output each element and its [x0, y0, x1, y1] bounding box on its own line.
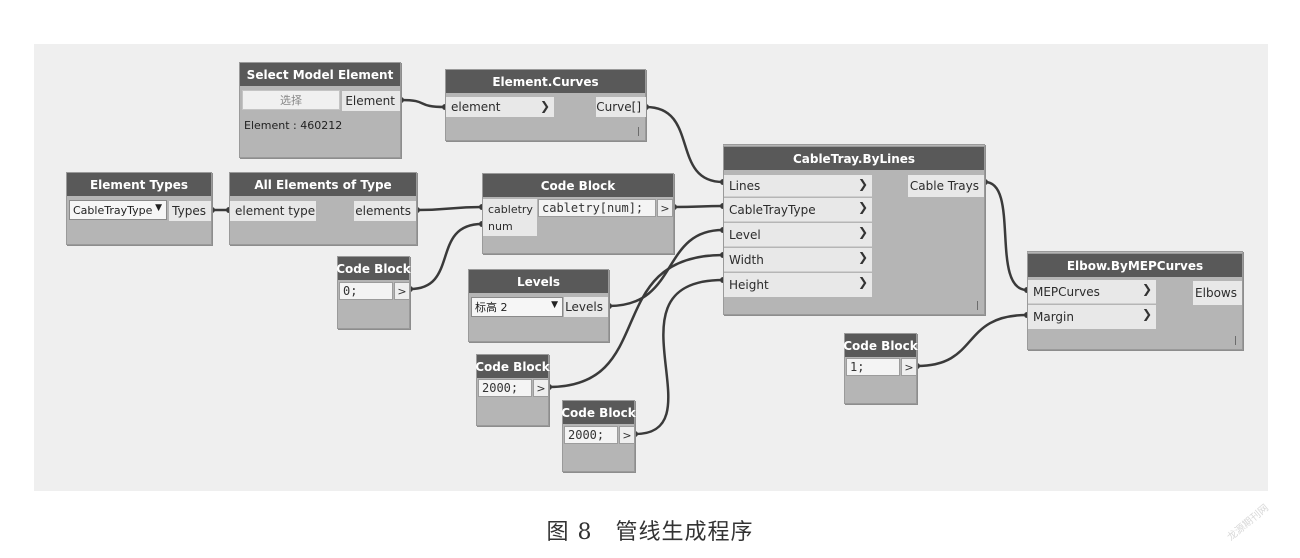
mepcurves-input-port[interactable]: MEPCurves ❯: [1028, 280, 1156, 304]
node-title: Code Block: [336, 257, 411, 280]
port-label: Width: [729, 252, 764, 267]
code-block-2000a-node[interactable]: Code Block 2000; >: [475, 354, 550, 426]
node-title: Levels: [469, 270, 608, 293]
all-elements-of-type-node[interactable]: All Elements of Type element type elemen…: [229, 172, 417, 245]
levels-dropdown[interactable]: 标高 2 ▼: [471, 297, 563, 317]
elbow-bymepcurves-node[interactable]: Elbow.ByMEPCurves MEPCurves ❯ Margin ❯ E…: [1027, 251, 1243, 350]
element-type-dropdown[interactable]: CableTrayType ▼: [69, 200, 167, 220]
width-input-port[interactable]: Width ❯: [724, 248, 872, 272]
node-title: Code Block: [561, 401, 636, 424]
node-title: Code Block: [475, 355, 550, 378]
cabletray-bylines-node[interactable]: CableTray.ByLines Lines ❯ CableTrayType …: [723, 144, 985, 315]
caret-down-icon: ▼: [551, 300, 558, 310]
levels-node[interactable]: Levels 标高 2 ▼ Levels: [468, 269, 609, 342]
code-output-port[interactable]: >: [619, 426, 635, 444]
select-button[interactable]: 选择: [242, 90, 340, 110]
node-title: Element Types: [67, 173, 211, 196]
wire-codeblock-to-cabletraytype[interactable]: [672, 204, 725, 209]
elements-output-port[interactable]: elements: [354, 201, 416, 221]
level-input-port[interactable]: Level ❯: [724, 223, 872, 247]
element-input-port[interactable]: element ❯: [446, 97, 554, 117]
node-title: Code Block: [483, 174, 673, 197]
lines-input-port[interactable]: Lines ❯: [724, 175, 872, 197]
port-label: element: [451, 100, 501, 114]
element-output-port[interactable]: Element: [342, 91, 400, 111]
node-title: All Elements of Type: [230, 173, 416, 196]
port-label: CableTrayType: [729, 202, 816, 217]
curves-output-port[interactable]: Curve[]: [596, 97, 646, 117]
chevron-right-icon: ❯: [857, 200, 868, 214]
resize-grip-icon[interactable]: |: [1233, 336, 1237, 346]
resize-grip-icon[interactable]: |: [636, 127, 640, 137]
chevron-right-icon: ❯: [857, 250, 868, 264]
cabletraytype-input-port[interactable]: CableTrayType ❯: [724, 198, 872, 222]
wire-elements-to-cabletry[interactable]: [415, 205, 484, 212]
port-label: Level: [729, 227, 761, 242]
chevron-right-icon: ❯: [539, 99, 550, 113]
margin-input-port[interactable]: Margin ❯: [1028, 305, 1156, 329]
wire-2000b-to-height[interactable]: [633, 278, 725, 436]
code-output-port[interactable]: >: [533, 379, 549, 397]
height-input-port[interactable]: Height ❯: [724, 273, 872, 297]
dropdown-value: 标高 2: [475, 301, 508, 314]
node-title: CableTray.ByLines: [724, 147, 984, 170]
element-types-node[interactable]: Element Types CableTrayType ▼ Types: [66, 172, 212, 245]
levels-output-port[interactable]: Levels: [564, 297, 608, 317]
port-label: Lines: [729, 178, 761, 193]
port-label: Margin: [1033, 310, 1074, 324]
chevron-right-icon: ❯: [1141, 307, 1152, 321]
num-input-port[interactable]: num: [483, 216, 537, 236]
code-editor[interactable]: 2000;: [564, 426, 618, 444]
wire-curves-to-lines[interactable]: [644, 105, 725, 184]
elbows-output-port[interactable]: Elbows: [1193, 281, 1242, 305]
select-model-element-node[interactable]: Select Model Element 选择 Element Element …: [239, 62, 401, 158]
code-block-one-node[interactable]: Code Block 1; >: [843, 333, 918, 404]
dropdown-value: CableTrayType: [73, 203, 153, 217]
code-block-2000b-node[interactable]: Code Block 2000; >: [561, 400, 636, 472]
node-title: Select Model Element: [240, 63, 400, 86]
cabletry-input-port[interactable]: cabletry: [483, 199, 537, 219]
wire-cabletrays-to-mepcurves[interactable]: [983, 180, 1029, 292]
cabletrays-output-port[interactable]: Cable Trays: [908, 175, 984, 197]
chevron-right-icon: ❯: [857, 177, 868, 191]
code-output-port[interactable]: >: [657, 199, 673, 217]
code-editor[interactable]: 2000;: [478, 379, 532, 397]
chevron-right-icon: ❯: [857, 225, 868, 239]
figure-caption: 图 8 管线生成程序: [546, 520, 754, 545]
node-title: Code Block: [843, 334, 918, 357]
chevron-right-icon: ❯: [1141, 282, 1152, 296]
element-id-info: Element : 460212: [244, 119, 343, 132]
types-output-port[interactable]: Types: [169, 201, 211, 221]
code-editor[interactable]: 0;: [339, 282, 393, 300]
port-label: Height: [729, 278, 769, 292]
code-output-port[interactable]: >: [901, 358, 917, 376]
code-editor[interactable]: cabletry[num];: [538, 199, 656, 217]
chevron-right-icon: ❯: [857, 275, 868, 289]
wire-one-to-margin[interactable]: [915, 313, 1029, 368]
code-block-zero-node[interactable]: Code Block 0; >: [336, 256, 411, 329]
code-editor[interactable]: 1;: [846, 358, 900, 376]
wire-zero-to-num[interactable]: [408, 222, 484, 291]
wire-2000a-to-width[interactable]: [547, 253, 725, 389]
resize-grip-icon[interactable]: |: [975, 301, 979, 311]
wire-element-to-curves[interactable]: [399, 98, 447, 109]
node-title: Elbow.ByMEPCurves: [1028, 254, 1242, 277]
element-curves-node[interactable]: Element.Curves element ❯ Curve[] |: [445, 69, 646, 141]
port-label: MEPCurves: [1033, 284, 1100, 299]
node-title: Element.Curves: [446, 70, 645, 93]
code-block-main-node[interactable]: Code Block cabletry num cabletry[num]; >: [482, 173, 674, 254]
element-type-input-port[interactable]: element type: [230, 201, 316, 221]
code-output-port[interactable]: >: [394, 282, 410, 300]
caret-down-icon: ▼: [155, 203, 162, 213]
